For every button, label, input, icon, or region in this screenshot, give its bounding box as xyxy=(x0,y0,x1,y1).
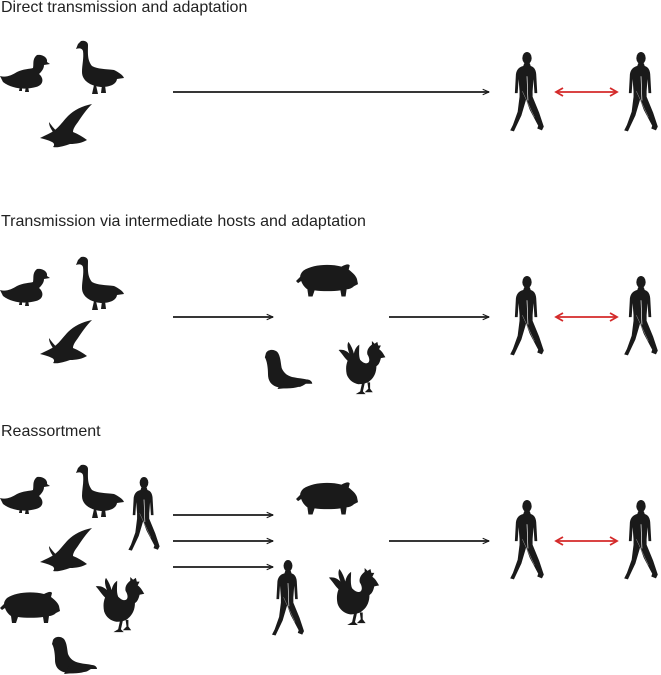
section-title-intermediate-hosts: Transmission via intermediate hosts and … xyxy=(1,213,366,230)
arrowhead-right xyxy=(609,87,619,97)
section-title-direct-transmission: Direct transmission and adaptation xyxy=(1,0,248,16)
arrowhead-right xyxy=(609,312,619,322)
human-icon xyxy=(623,276,659,356)
rooster-icon xyxy=(328,568,380,626)
human-icon xyxy=(509,276,545,356)
gull-icon xyxy=(40,528,92,572)
goose-icon xyxy=(76,464,124,518)
arrowhead-left xyxy=(554,312,564,322)
arrowhead-left xyxy=(554,536,564,546)
gull-icon xyxy=(40,320,92,364)
duck-icon xyxy=(0,476,50,514)
goose-icon xyxy=(76,256,124,310)
pig-icon xyxy=(0,591,60,623)
arrows-group xyxy=(173,87,619,567)
arrowhead-right xyxy=(609,536,619,546)
human-icon xyxy=(623,52,659,132)
human-icon xyxy=(623,500,659,580)
arrowhead-left xyxy=(554,87,564,97)
rooster-icon xyxy=(338,341,386,395)
human-icon xyxy=(128,477,160,552)
seal-icon xyxy=(264,349,313,389)
duck-icon xyxy=(0,54,50,92)
pig-icon xyxy=(296,264,358,297)
duck-icon xyxy=(0,268,50,306)
goose-icon xyxy=(76,40,124,94)
human-icon xyxy=(509,52,545,132)
rooster-icon xyxy=(95,577,145,633)
human-icon xyxy=(271,560,305,636)
silhouettes-group xyxy=(0,40,659,674)
human-icon xyxy=(509,500,545,580)
gull-icon xyxy=(40,104,92,148)
pig-icon xyxy=(296,482,358,515)
seal-icon xyxy=(52,636,97,674)
section-title-reassortment: Reassortment xyxy=(1,423,101,440)
